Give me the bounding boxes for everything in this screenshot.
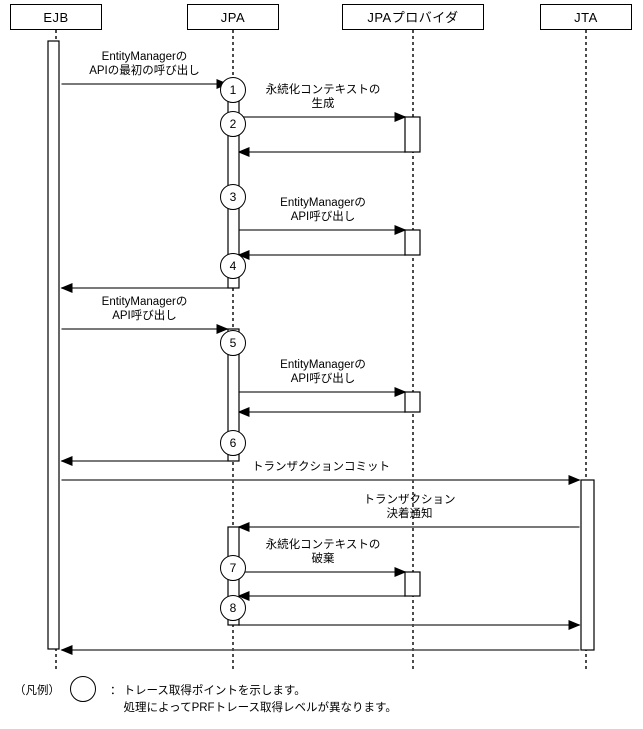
activation-bar-provider	[404, 229, 421, 256]
lifeline-group	[55, 30, 587, 672]
activation-bar-provider	[404, 571, 421, 597]
message-label: EntityManagerの API呼び出し	[280, 197, 366, 223]
participant-label-jta: JTA	[574, 9, 598, 25]
message-label: EntityManagerの API呼び出し	[280, 359, 366, 385]
message-label: トランザクション 決着通知	[363, 494, 456, 520]
trace-point-6: 6	[220, 430, 246, 456]
legend-colon: ：	[110, 685, 122, 697]
message-arrow-group	[60, 79, 581, 655]
message-label: トランザクションコミット	[252, 461, 390, 473]
trace-point-3: 3	[220, 184, 246, 210]
trace-point-5: 5	[220, 330, 246, 356]
participant-box-jta: JTA	[540, 4, 632, 30]
activation-bar-jpa	[227, 328, 240, 462]
legend-line-2: 処理によってPRFトレース取得レベルが異なります。	[123, 702, 397, 714]
participant-label-jpa-provider: JPAプロバイダ	[367, 9, 459, 25]
activation-bar-provider	[404, 391, 421, 413]
participant-box-ejb: EJB	[10, 4, 102, 30]
message-label: 永続化コンテキストの 生成	[265, 84, 381, 110]
legend-trace-point-circle-icon	[70, 676, 96, 702]
message-label: EntityManagerの APIの最初の呼び出し	[89, 51, 200, 77]
trace-point-7: 7	[220, 555, 246, 581]
message-label: 永続化コンテキストの 破棄	[265, 539, 381, 565]
participant-label-ejb: EJB	[43, 9, 69, 25]
trace-point-8: 8	[220, 595, 246, 621]
trace-point-1: 1	[220, 77, 246, 103]
legend: （凡例） ： トレース取得ポイントを示します。 処理によってPRFトレース取得レ…	[14, 676, 397, 717]
message-label: EntityManagerの API呼び出し	[101, 296, 188, 322]
trace-point-4: 4	[220, 253, 246, 279]
legend-line-1: トレース取得ポイントを示します。	[123, 685, 306, 697]
activation-bar-provider	[404, 116, 421, 153]
legend-title: （凡例）	[14, 685, 60, 697]
trace-point-2: 2	[220, 111, 246, 137]
participant-box-jpa-provider: JPAプロバイダ	[342, 4, 484, 30]
activation-bar-ejb	[47, 40, 60, 650]
participant-box-jpa: JPA	[187, 4, 279, 30]
participant-label-jpa: JPA	[220, 9, 246, 25]
activation-bar-jta	[580, 479, 595, 651]
